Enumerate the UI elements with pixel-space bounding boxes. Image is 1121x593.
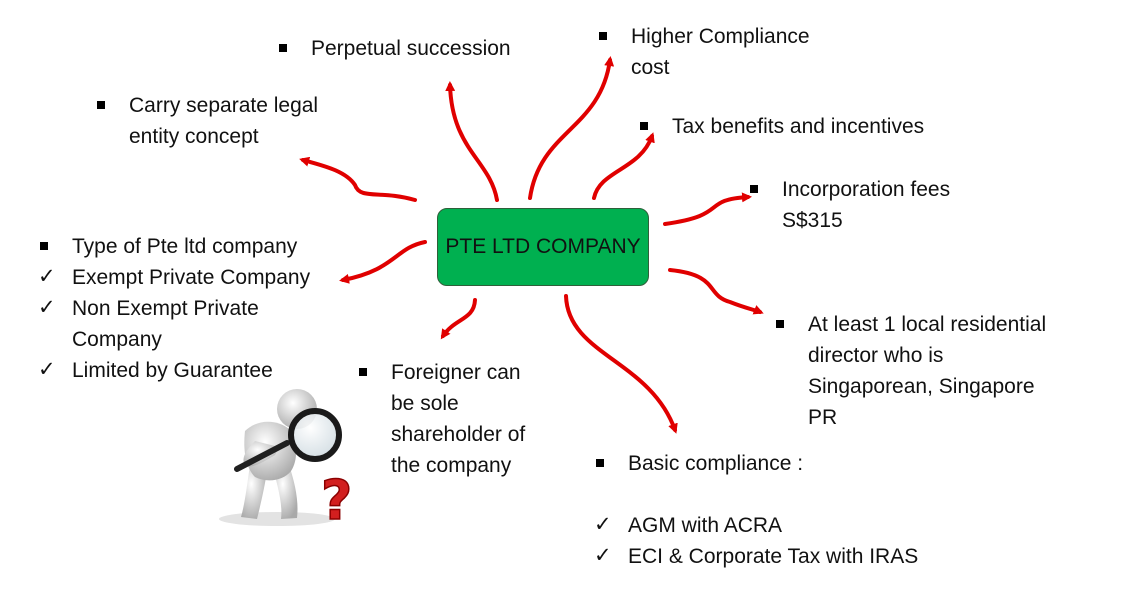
point-text: Singaporean, Singapore <box>808 375 1035 398</box>
checkmark-icon: ✓ <box>594 513 612 536</box>
point-text: Basic compliance : <box>628 452 804 475</box>
bullet-icon <box>640 122 648 130</box>
point-legal-entity: Carry separate legal entity concept <box>97 90 318 152</box>
question-mark-icon: ? <box>321 469 352 527</box>
list-item: Higher Compliance <box>599 21 810 52</box>
bullet-icon <box>40 242 48 250</box>
center-label: PTE LTD COMPANY <box>445 235 641 258</box>
point-perpetual: Perpetual succession <box>279 33 511 64</box>
point-text: Non Exempt Private <box>72 297 259 320</box>
point-text: Limited by Guarantee <box>72 359 273 382</box>
point-compliance-cost: Higher Compliance cost <box>599 21 810 83</box>
point-tax: Tax benefits and incentives <box>640 111 924 142</box>
point-text: Tax benefits and incentives <box>672 115 925 138</box>
checkmark-icon: ✓ <box>38 265 56 288</box>
list-item-continuation: be sole <box>359 388 525 419</box>
bullet-icon <box>279 44 287 52</box>
arrow-types <box>339 240 427 284</box>
bullet-icon <box>750 185 758 193</box>
arrow-perpetual <box>445 81 499 202</box>
bullet-icon <box>776 320 784 328</box>
arrow-director <box>668 268 764 315</box>
list-item: Tax benefits and incentives <box>640 111 924 142</box>
point-text: ECI & Corporate Tax with IRAS <box>628 545 919 568</box>
bullet-icon <box>97 101 105 109</box>
point-text: AGM with ACRA <box>628 514 783 537</box>
list-item-continuation: S$315 <box>750 205 950 236</box>
arrow-compliance-cost <box>528 56 615 200</box>
bullet-icon <box>599 32 607 40</box>
checkmark-icon: ✓ <box>38 296 56 319</box>
list-item: Carry separate legal <box>97 90 318 121</box>
checkmark-icon: ✓ <box>594 544 612 567</box>
arrow-legal-entity <box>299 156 417 202</box>
list-item-continuation: entity concept <box>97 121 318 152</box>
check-item: ✓ Non Exempt Private <box>38 293 310 324</box>
checkmark-icon: ✓ <box>38 358 56 381</box>
point-text: Higher Compliance <box>631 25 810 48</box>
point-basic-compliance: Basic compliance : ✓ AGM with ACRA ✓ ECI &… <box>594 448 919 572</box>
point-text: be sole <box>391 392 459 415</box>
point-fees: Incorporation fees S$315 <box>750 174 950 236</box>
list-item: Foreigner can <box>359 357 525 388</box>
list-item-continuation: cost <box>599 52 810 83</box>
list-item: Basic compliance : <box>596 448 918 479</box>
point-director: At least 1 local residential director wh… <box>776 309 1046 433</box>
check-item: ✓ Exempt Private Company <box>38 262 311 293</box>
check-item-continuation: Company <box>40 324 310 355</box>
magnifier-person-illustration: ? <box>219 389 353 527</box>
point-text: the company <box>391 454 512 477</box>
bullet-icon <box>596 459 604 467</box>
pte-ltd-company-box: PTE LTD COMPANY <box>437 208 649 286</box>
point-foreigner: Foreigner can be sole shareholder of the… <box>359 357 525 481</box>
point-text: Incorporation fees <box>782 178 951 201</box>
point-text: Carry separate legal <box>129 94 319 117</box>
list-item-continuation: Singaporean, Singapore <box>776 371 1046 402</box>
list-item-continuation: the company <box>359 450 525 481</box>
point-text: At least 1 local residential <box>808 313 1047 336</box>
point-text: cost <box>631 56 670 79</box>
list-item: Perpetual succession <box>279 33 511 64</box>
point-text: PR <box>808 406 838 429</box>
point-text: Company <box>72 328 162 351</box>
list-item-continuation: director who is <box>776 340 1046 371</box>
point-text: director who is <box>808 344 944 367</box>
arrow-foreigner <box>440 298 477 340</box>
check-item: ✓ Limited by Guarantee <box>38 355 310 386</box>
list-item: At least 1 local residential <box>776 309 1046 340</box>
check-item: ✓ AGM with ACRA <box>594 510 918 541</box>
point-text: S$315 <box>782 209 843 232</box>
check-item: ✓ ECI & Corporate Tax with IRAS <box>594 541 919 572</box>
point-text: entity concept <box>129 125 259 148</box>
arrow-tax <box>592 132 655 200</box>
point-text: Perpetual succession <box>311 37 511 60</box>
list-item: Incorporation fees <box>750 174 950 205</box>
point-types: Type of Pte ltd company ✓ Exempt Private … <box>38 231 311 386</box>
list-item-continuation: PR <box>776 402 1046 433</box>
arrow-fees <box>663 192 752 226</box>
bullet-icon <box>359 368 367 376</box>
point-text: Exempt Private Company <box>72 266 311 289</box>
arrow-basic <box>564 294 678 434</box>
list-item-continuation: shareholder of <box>359 419 525 450</box>
list-item: Type of Pte ltd company <box>40 231 310 262</box>
point-text: shareholder of <box>391 423 526 446</box>
point-text: Foreigner can <box>391 361 521 384</box>
point-text: Type of Pte ltd company <box>72 235 298 258</box>
